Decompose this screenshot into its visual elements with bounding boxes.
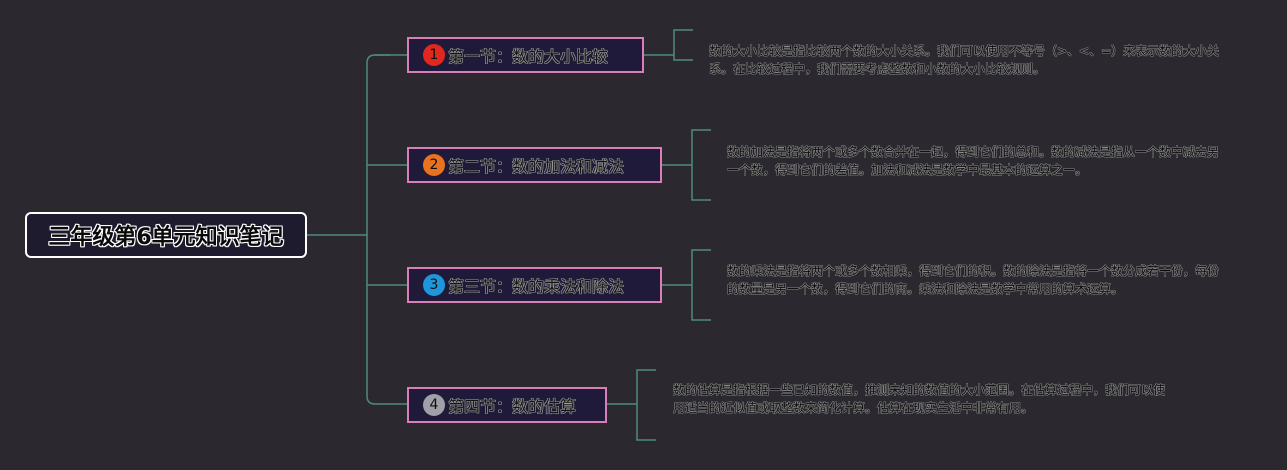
badge-number: 4 (429, 397, 439, 413)
badge-number: 3 (429, 277, 439, 293)
bracket-connector-1 (644, 29, 693, 61)
section-title: 第一节：数的大小比较 (448, 47, 609, 66)
section-node-4[interactable]: 4 第四节：数的估算 (407, 387, 607, 423)
section-description-2: 数的加法是指将两个或多个数合并在一起，得到它们的总和。数的减法是指从一个数中减去… (727, 145, 1220, 177)
section-node-3[interactable]: 3 第三节：数的乘法和除法 (407, 267, 662, 303)
section-title: 第三节：数的乘法和除法 (448, 277, 625, 296)
badge-number: 1 (429, 47, 439, 63)
section-node-1[interactable]: 1 第一节：数的大小比较 (407, 37, 644, 73)
root-node[interactable]: 三年级第6单元知识笔记 (25, 212, 307, 258)
section-title: 第二节：数的加法和减法 (448, 157, 625, 176)
bracket-connector-4 (607, 369, 656, 441)
section-description-3: 数的乘法是指将两个或多个数相乘，得到它们的积。数的除法是指将一个数分成若干份，每… (727, 264, 1220, 296)
trunk-connector (366, 54, 407, 405)
badge-number: 2 (429, 157, 439, 173)
root-title: 三年级第6单元知识笔记 (48, 225, 284, 250)
number-badge-icon: 2 (423, 154, 445, 176)
number-badge-icon: 4 (423, 394, 445, 416)
bracket-connector-3 (662, 249, 711, 321)
number-badge-icon: 1 (423, 44, 445, 66)
section-description-1: 数的大小比较是指比较两个数的大小关系。我们可以使用不等号（>、<、=）来表示数的… (709, 44, 1220, 76)
section-description-4: 数的估算是指根据一些已知的数值，推测未知的数值的大小范围。在估算过程中，我们可以… (673, 383, 1166, 415)
section-node-2[interactable]: 2 第二节：数的加法和减法 (407, 147, 662, 183)
section-title: 第四节：数的估算 (448, 397, 577, 416)
bracket-connector-2 (662, 129, 711, 201)
number-badge-icon: 3 (423, 274, 445, 296)
